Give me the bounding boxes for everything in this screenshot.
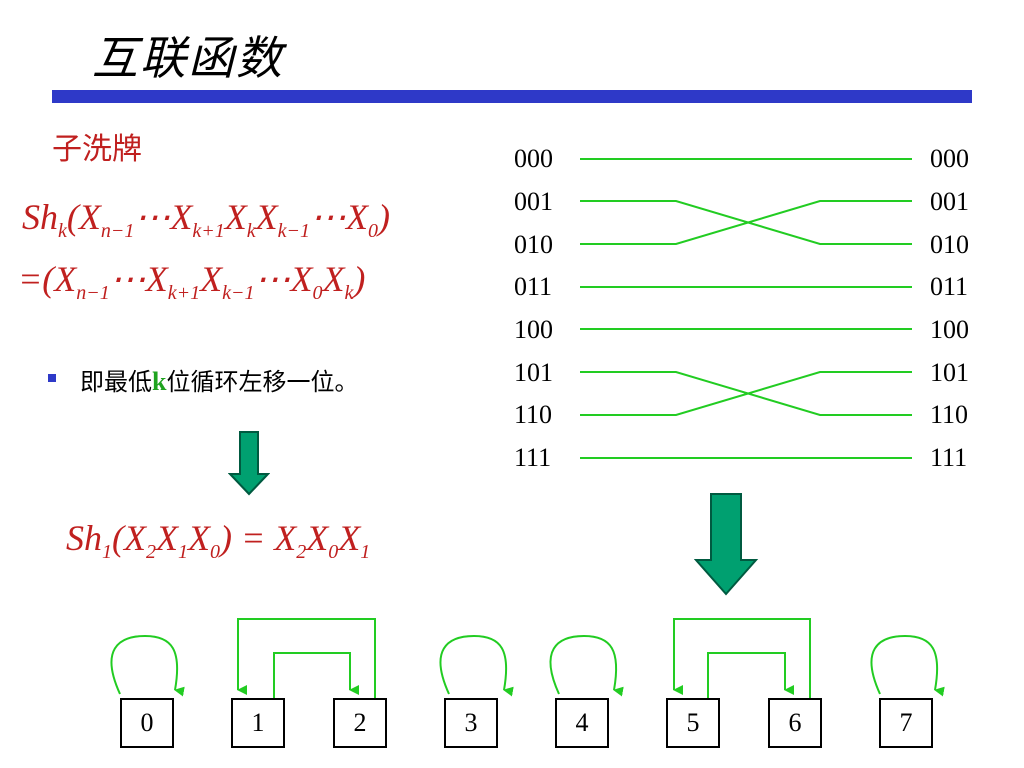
page-title: 互联函数 bbox=[92, 31, 284, 85]
right-label: 101 bbox=[930, 358, 969, 387]
node-box: 3 bbox=[444, 698, 498, 748]
down-arrow-icon bbox=[694, 493, 759, 596]
self-loop-0 bbox=[110, 634, 185, 697]
left-label: 011 bbox=[514, 272, 553, 301]
node-box: 0 bbox=[120, 698, 174, 748]
left-label: 110 bbox=[514, 400, 553, 429]
down-arrow-icon bbox=[228, 431, 270, 496]
right-label: 100 bbox=[930, 315, 969, 344]
right-label: 110 bbox=[930, 400, 969, 429]
self-loop-4 bbox=[549, 634, 624, 697]
self-loop-3 bbox=[439, 634, 514, 697]
node-box: 5 bbox=[666, 698, 720, 748]
node-box: 7 bbox=[879, 698, 933, 748]
edge-1-to-2 bbox=[273, 652, 359, 698]
right-label: 010 bbox=[930, 230, 969, 259]
example-formula: Sh1(X2X1X0) = X2X0X1 bbox=[66, 518, 371, 563]
node-box: 2 bbox=[333, 698, 387, 748]
title-underline bbox=[52, 90, 972, 103]
wire-010 bbox=[580, 200, 912, 245]
edge-5-to-6 bbox=[707, 652, 794, 698]
wire-110 bbox=[580, 371, 912, 416]
bullet-text: 即最低k位循环左移一位。 bbox=[80, 367, 359, 396]
edge-2-to-1 bbox=[237, 618, 376, 698]
left-label: 101 bbox=[514, 358, 553, 387]
left-label: 001 bbox=[514, 187, 553, 216]
node-box: 6 bbox=[768, 698, 822, 748]
right-label: 011 bbox=[930, 272, 969, 301]
formula-line-2: =(Xn−1⋯Xk+1Xk−1⋯X0Xk) bbox=[18, 259, 366, 304]
right-label: 000 bbox=[930, 144, 969, 173]
section-subtitle: 子洗牌 bbox=[52, 132, 142, 167]
right-label: 001 bbox=[930, 187, 969, 216]
right-label: 111 bbox=[930, 443, 968, 472]
left-label: 010 bbox=[514, 230, 553, 259]
left-label: 111 bbox=[514, 443, 552, 472]
left-label: 000 bbox=[514, 144, 553, 173]
left-label: 100 bbox=[514, 315, 553, 344]
self-loop-7 bbox=[870, 634, 945, 697]
formula-line-1: Shk(Xn−1⋯Xk+1XkXk−1⋯X0) bbox=[22, 197, 391, 242]
bullet-square-icon bbox=[48, 374, 56, 382]
node-box: 4 bbox=[555, 698, 609, 748]
edge-6-to-5 bbox=[673, 618, 811, 698]
node-box: 1 bbox=[231, 698, 285, 748]
